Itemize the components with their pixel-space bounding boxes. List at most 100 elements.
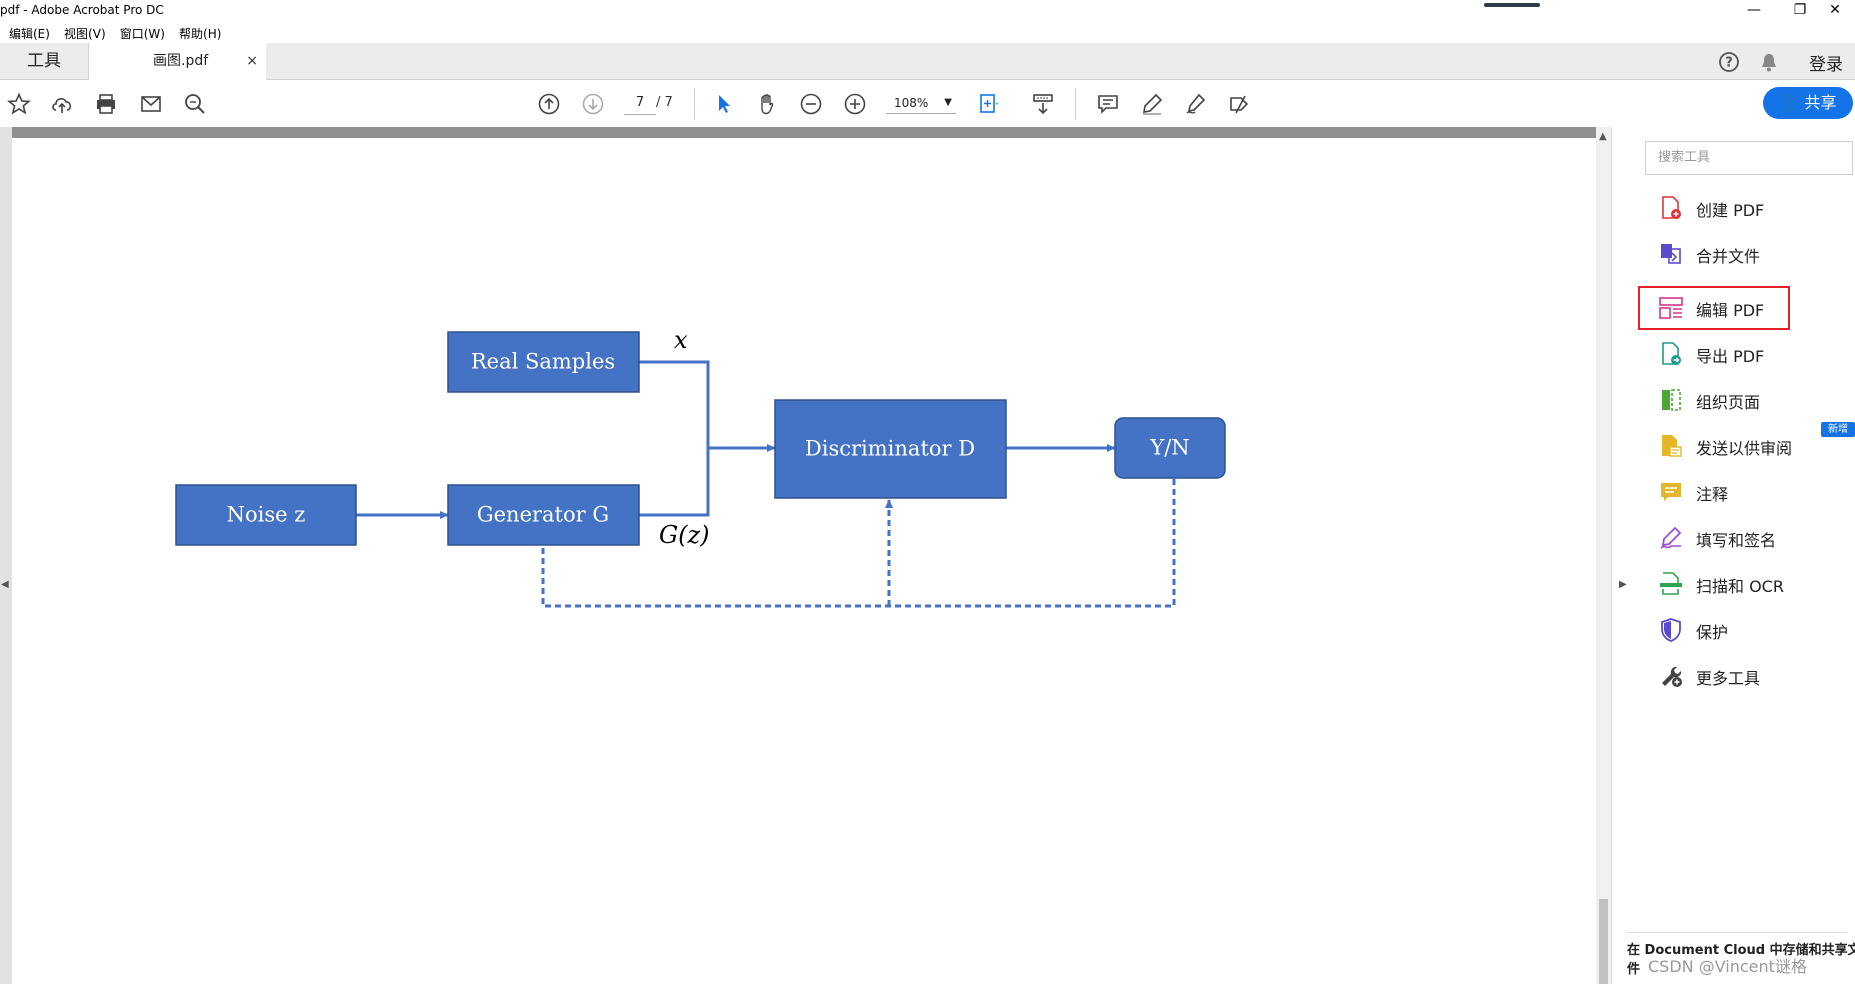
toolbar-divider — [1075, 89, 1076, 119]
tab-document[interactable]: 画图.pdf × — [89, 43, 266, 80]
tool-export-pdf[interactable]: 导出 PDF — [1658, 339, 1848, 369]
tool-label: 导出 PDF — [1696, 347, 1765, 366]
upload-cloud-icon[interactable] — [49, 91, 75, 117]
tool-fill-sign[interactable]: 填写和签名 — [1658, 523, 1848, 553]
gan-diagram: Real Samples Noise z Generator G Discrim… — [175, 326, 1226, 608]
tool-label: 更多工具 — [1696, 669, 1761, 688]
discriminator-label: Discriminator D — [805, 437, 975, 461]
export-pdf-icon — [1662, 342, 1681, 365]
generator-box: Generator G — [447, 484, 640, 546]
tool-label: 发送以供审阅 — [1696, 439, 1793, 458]
tool-label: 合并文件 — [1696, 247, 1761, 266]
feedback-to-generator-arrow — [539, 479, 1176, 608]
protect-icon — [1661, 618, 1681, 642]
menu-window[interactable]: 窗口(W) — [119, 27, 165, 41]
combine-files-icon — [1661, 244, 1681, 264]
watermark-text: CSDN @Vincent谜格 — [1648, 957, 1807, 976]
vertical-scrollbar[interactable]: ▲ — [1596, 127, 1611, 984]
login-link[interactable]: 登录 — [1809, 55, 1843, 75]
tool-label: 注释 — [1696, 485, 1729, 504]
pdf-page[interactable]: Real Samples Noise z Generator G Discrim… — [12, 138, 1596, 984]
document-cloud-promo[interactable]: 在 Document Cloud 中存储和共享文件 — [1627, 943, 1855, 977]
zoom-out-icon[interactable] — [798, 91, 824, 117]
tool-label: 创建 PDF — [1696, 201, 1765, 220]
previous-page-edge — [12, 127, 1596, 138]
search-tools-input[interactable]: 搜索工具 — [1645, 141, 1853, 175]
fill-sign-tool-icon[interactable] — [1226, 91, 1252, 117]
tool-send-review[interactable]: 发送以供审阅 — [1658, 431, 1848, 461]
menu-edit[interactable]: 编辑(E) — [9, 27, 50, 41]
send-review-icon — [1662, 435, 1682, 457]
title-bar: pdf - Adobe Acrobat Pro DC — ❐ ✕ — [0, 0, 1855, 22]
output-label: Y/N — [1149, 436, 1189, 460]
zoom-in-icon[interactable] — [842, 91, 868, 117]
left-panel-toggle-icon[interactable]: ◀ — [1, 579, 9, 590]
close-window-button[interactable]: ✕ — [1829, 2, 1841, 18]
tool-label: 编辑 PDF — [1696, 301, 1765, 320]
tool-edit-pdf[interactable]: 编辑 PDF — [1658, 293, 1848, 323]
tool-create-pdf[interactable]: 创建 PDF — [1658, 193, 1848, 223]
tool-comment[interactable]: 注释 — [1658, 477, 1848, 507]
minimize-button[interactable]: — — [1747, 2, 1761, 18]
tool-protect[interactable]: 保护 — [1658, 615, 1848, 645]
window-title: pdf - Adobe Acrobat Pro DC — [0, 3, 164, 17]
label-x: x — [674, 326, 688, 354]
merge-connector — [639, 360, 710, 517]
comment-icon[interactable] — [1095, 91, 1121, 117]
zoom-select[interactable]: 108% ▼ — [886, 92, 956, 114]
real-samples-box: Real Samples — [447, 331, 640, 393]
tab-document-label: 画图.pdf — [153, 53, 209, 69]
scroll-mode-icon[interactable] — [1030, 91, 1056, 117]
tab-tools[interactable]: 工具 — [0, 43, 89, 79]
document-viewport[interactable]: Real Samples Noise z Generator G Discrim… — [0, 127, 1611, 984]
edit-pdf-highlight — [1638, 286, 1790, 330]
hand-tool-icon[interactable] — [754, 91, 780, 117]
toolbar: 7 / 7 108%▼ 👤 共享 — [0, 80, 1855, 128]
share-user-icon: 👤 — [1779, 93, 1800, 112]
fit-page-icon[interactable] — [976, 91, 1002, 117]
tool-label: 扫描和 OCR — [1696, 577, 1784, 596]
menu-view[interactable]: 视图(V) — [64, 27, 106, 41]
tool-combine-files[interactable]: 合并文件 — [1658, 239, 1848, 269]
share-button[interactable]: 👤 共享 — [1763, 87, 1853, 119]
tab-close-icon[interactable]: × — [246, 53, 258, 69]
panel-divider — [1627, 932, 1847, 933]
progress-indicator — [1484, 3, 1540, 7]
star-icon[interactable] — [6, 91, 32, 117]
page-number-input[interactable]: 7 — [624, 92, 656, 115]
draw-sign-icon[interactable] — [1183, 91, 1209, 117]
scrollbar-thumb[interactable] — [1599, 899, 1608, 984]
organize-pages-icon — [1662, 389, 1681, 411]
generator-label: Generator G — [477, 503, 609, 527]
chevron-down-icon: ▼ — [944, 97, 952, 108]
select-cursor-icon[interactable] — [711, 91, 737, 117]
tool-label: 保护 — [1696, 623, 1729, 642]
noise-label: Noise z — [227, 503, 306, 527]
tool-more-tools[interactable]: 更多工具 — [1658, 661, 1848, 691]
menu-help[interactable]: 帮助(H) — [179, 27, 222, 41]
restore-button[interactable]: ❐ — [1793, 2, 1807, 18]
right-panel-toggle-icon[interactable]: ▶ — [1619, 579, 1627, 590]
prev-page-icon[interactable] — [536, 91, 562, 117]
tools-panel: ▶ 搜索工具 创建 PDF 合并文件 编辑 PDF 导出 PDF 组织页面 发送… — [1611, 127, 1855, 984]
next-page-icon[interactable] — [580, 91, 606, 117]
tab-bar: 工具 画图.pdf × ? 登录 — [0, 43, 1855, 80]
discriminator-box: Discriminator D — [774, 399, 1007, 499]
highlight-pen-icon[interactable] — [1139, 91, 1165, 117]
zoom-value: 108% — [894, 96, 929, 110]
search-zoom-icon[interactable] — [182, 91, 208, 117]
fill-sign-icon — [1660, 526, 1682, 549]
help-icon[interactable]: ? — [1718, 51, 1740, 78]
edit-pdf-icon — [1659, 297, 1683, 319]
tool-label: 组织页面 — [1696, 393, 1761, 412]
share-label: 共享 — [1804, 93, 1837, 112]
tool-scan-ocr[interactable]: 扫描和 OCR — [1658, 569, 1848, 599]
bell-icon[interactable] — [1758, 51, 1780, 78]
scroll-up-icon[interactable]: ▲ — [1599, 131, 1607, 142]
print-icon[interactable] — [93, 91, 119, 117]
new-badge: 新增 — [1821, 422, 1855, 437]
label-gz: G(z) — [659, 521, 710, 549]
tool-organize-pages[interactable]: 组织页面 — [1658, 385, 1848, 415]
email-icon[interactable] — [138, 91, 164, 117]
toolbar-divider — [694, 89, 695, 119]
